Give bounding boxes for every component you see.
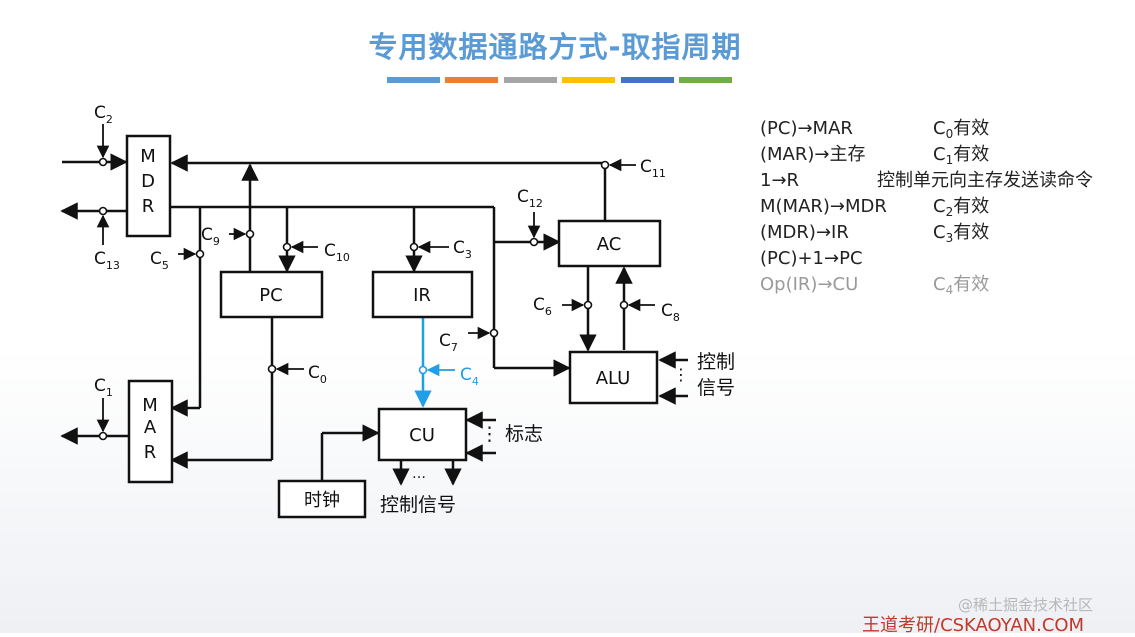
- step-operation: (MAR)→主存: [760, 144, 866, 165]
- signal-c11: C11: [640, 157, 666, 180]
- accent-bar: [562, 77, 615, 83]
- alu-label: ALU: [596, 368, 631, 389]
- step-operation: Op(IR)→CU: [760, 274, 859, 295]
- clock-label: 时钟: [304, 490, 340, 511]
- clock-unit: [277, 479, 367, 519]
- step-effect: C2有效: [933, 196, 990, 219]
- ir-label: IR: [413, 285, 431, 306]
- page-title: 专用数据通路方式-取指周期: [368, 30, 742, 64]
- step-operation: M(MAR)→MDR: [760, 196, 887, 217]
- cu-unit: [377, 407, 468, 462]
- alu-unit: [568, 350, 659, 405]
- signal-c12: C12: [517, 187, 543, 210]
- step-effect: C3有效: [933, 222, 990, 245]
- alu-control-label-2: 信号: [697, 377, 735, 399]
- cu-label: CU: [409, 425, 435, 446]
- signal-c13: C13: [94, 249, 120, 272]
- cu-output-label: 控制信号: [380, 494, 456, 516]
- signal-c2: C2: [94, 103, 113, 126]
- step-operation: (PC)+1→PC: [760, 248, 863, 269]
- mdr-label-m: M: [140, 146, 156, 167]
- accent-bar: [679, 77, 732, 83]
- accent-bar: [504, 77, 557, 83]
- accent-bar: [445, 77, 498, 83]
- step-effect: 控制单元向主存发送读命令: [877, 170, 1093, 191]
- mar-label-r: R: [144, 442, 157, 463]
- signal-c0: C0: [308, 363, 327, 386]
- datapath-diagram: M D R M A R PC IR AC ALU CU 时钟 C2 C13 C1…: [60, 103, 735, 519]
- signal-c6: C6: [533, 295, 552, 318]
- mar-label-m: M: [142, 395, 158, 416]
- alu-control-label-1: 控制: [697, 351, 735, 373]
- step-operation: 1→R: [760, 170, 800, 191]
- alu-control-dots: ⋮: [673, 365, 689, 384]
- ir-register: [371, 270, 474, 319]
- juejin-watermark: @稀土掘金技术社区: [958, 596, 1094, 614]
- ac-label: AC: [597, 234, 622, 255]
- ac-register: [557, 219, 662, 268]
- step-effect: C1有效: [933, 144, 990, 167]
- cu-flags-label: ⋮ 标志: [480, 423, 543, 445]
- step-effect: C4有效: [933, 274, 990, 297]
- signal-c5: C5: [150, 249, 169, 272]
- signal-c3: C3: [453, 238, 472, 261]
- mar-label-a: A: [144, 417, 157, 438]
- signal-c4: C4: [460, 365, 479, 388]
- step-effect: C0有效: [933, 118, 990, 141]
- signal-c10: C10: [324, 241, 350, 264]
- signal-c7: C7: [439, 331, 458, 354]
- mdr-label-d: D: [141, 171, 155, 192]
- wangdao-watermark: 王道考研/CSKAOYAN.COM: [862, 615, 1085, 636]
- cu-output-dots: …: [412, 466, 426, 482]
- signal-c8: C8: [661, 301, 680, 324]
- step-operation: (MDR)→IR: [760, 222, 849, 243]
- pc-register: [219, 270, 324, 319]
- accent-bar: [387, 77, 440, 83]
- mar-register: [127, 379, 174, 484]
- signal-c1: C1: [94, 376, 113, 399]
- pc-label: PC: [259, 285, 282, 306]
- mdr-register: [125, 134, 172, 238]
- step-operation: (PC)→MAR: [760, 118, 853, 139]
- accent-bar: [621, 77, 674, 83]
- signal-c9: C9: [201, 225, 220, 248]
- mdr-label-r: R: [142, 196, 155, 217]
